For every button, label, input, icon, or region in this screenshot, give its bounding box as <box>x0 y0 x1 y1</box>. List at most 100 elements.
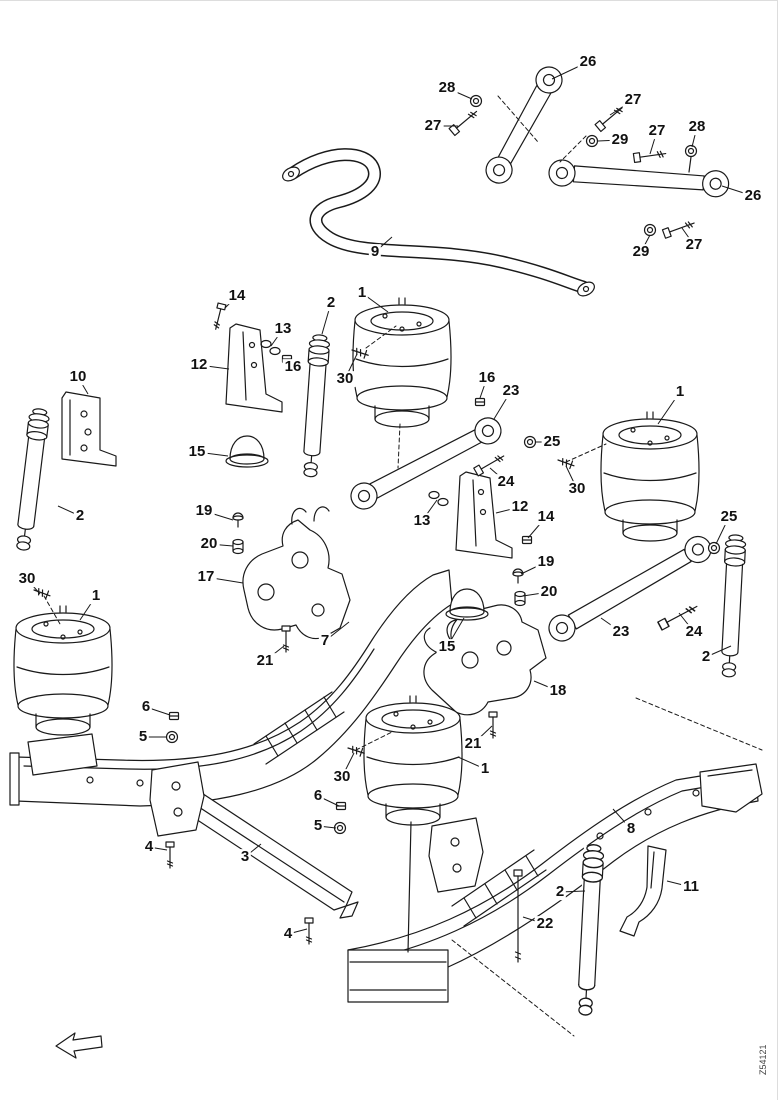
callout-13: 13 <box>411 512 433 530</box>
callout-16: 16 <box>282 358 304 376</box>
torque-rod-mid <box>350 417 502 510</box>
shock-left <box>12 407 51 552</box>
callout-23: 23 <box>610 623 632 641</box>
callout-2: 2 <box>324 294 338 312</box>
fasteners <box>32 94 721 963</box>
washer-5a <box>165 730 179 744</box>
stabilizer-bar <box>282 148 595 297</box>
callout-2: 2 <box>553 883 567 901</box>
callout-16: 16 <box>476 369 498 387</box>
cap-19a <box>232 512 244 528</box>
washer-25b <box>707 541 721 555</box>
nut-6a <box>168 711 180 721</box>
callout-1: 1 <box>355 284 369 302</box>
washer-29b <box>643 223 657 237</box>
callout-11: 11 <box>681 878 701 896</box>
hanger-plate-right <box>428 817 484 893</box>
callout-3: 3 <box>238 848 252 866</box>
washer-5b <box>333 821 347 835</box>
callout-13: 13 <box>272 320 294 338</box>
axle-seat-right <box>423 604 547 716</box>
callout-29: 29 <box>609 131 631 149</box>
shock-mid <box>299 333 331 478</box>
nut-14b <box>521 535 533 545</box>
air-spring-top <box>352 297 452 469</box>
callout-5: 5 <box>136 728 150 746</box>
washer-25a <box>523 435 537 449</box>
callout-5: 5 <box>311 817 325 835</box>
bolt-27b <box>448 107 481 137</box>
callout-29: 29 <box>630 243 652 261</box>
bolt-4b <box>304 917 314 945</box>
callout-30: 30 <box>566 480 588 498</box>
callout-4: 4 <box>142 838 156 856</box>
callout-24: 24 <box>683 623 705 641</box>
callout-2: 2 <box>699 648 713 666</box>
bushing-13b <box>428 490 449 507</box>
callout-21: 21 <box>254 652 276 670</box>
callout-20: 20 <box>198 535 220 553</box>
axle-seat-left <box>242 506 351 640</box>
callout-25: 25 <box>541 433 563 451</box>
callout-25: 25 <box>718 508 740 526</box>
callout-21: 21 <box>462 735 484 753</box>
callout-12: 12 <box>188 356 210 374</box>
callout-30: 30 <box>331 768 353 786</box>
callout-26: 26 <box>577 53 599 71</box>
torque-rod-upper-right <box>548 159 730 198</box>
bushing-13a <box>260 339 281 356</box>
bolt-27c <box>632 148 667 164</box>
callout-17: 17 <box>195 568 217 586</box>
callout-22: 22 <box>534 915 556 933</box>
bolt-22 <box>513 869 523 963</box>
nut-16b <box>474 397 486 407</box>
torque-rod-lower-right <box>548 535 712 642</box>
callout-14: 14 <box>535 508 557 526</box>
shock-bracket-left <box>225 323 283 413</box>
callout-15: 15 <box>186 443 208 461</box>
washer-28a <box>469 94 483 108</box>
callout-7: 7 <box>318 632 332 650</box>
callout-6: 6 <box>311 787 325 805</box>
callout-1: 1 <box>673 383 687 401</box>
bolt-14a <box>211 302 227 331</box>
air-spring-left <box>13 605 113 736</box>
bolt-21a <box>281 625 291 653</box>
callout-15: 15 <box>436 638 458 656</box>
front-direction-arrow <box>55 1032 103 1059</box>
bolt-4a <box>165 841 175 869</box>
callout-4: 4 <box>281 925 295 943</box>
stud-30c <box>556 455 576 471</box>
callout-8: 8 <box>624 820 638 838</box>
callout-27: 27 <box>422 117 444 135</box>
callout-27: 27 <box>622 91 644 109</box>
callout-10: 10 <box>67 368 89 386</box>
callout-27: 27 <box>683 236 705 254</box>
callout-18: 18 <box>547 682 569 700</box>
callout-30: 30 <box>16 570 38 588</box>
cap-19b <box>512 568 524 584</box>
part-number: Z54121 <box>758 1044 768 1075</box>
callout-27: 27 <box>646 122 668 140</box>
shock-bracket-right <box>455 471 513 559</box>
callout-2: 2 <box>73 507 87 525</box>
airspring-base-plate <box>27 733 98 776</box>
washer-28b <box>684 144 698 158</box>
torque-rod-upper-left <box>485 66 563 184</box>
callout-20: 20 <box>538 583 560 601</box>
callout-26: 26 <box>742 187 764 205</box>
callout-23: 23 <box>500 382 522 400</box>
callout-30: 30 <box>334 370 356 388</box>
callout-1: 1 <box>89 587 103 605</box>
spacer-20b <box>514 590 526 607</box>
callout-19: 19 <box>535 553 557 571</box>
alignment-lines <box>43 95 763 1037</box>
bracket-11 <box>619 845 667 937</box>
air-spring-bottom <box>363 695 463 953</box>
shock-right <box>718 533 747 678</box>
callout-9: 9 <box>368 243 382 261</box>
bump-stop-right <box>445 588 489 621</box>
callout-24: 24 <box>495 473 517 491</box>
